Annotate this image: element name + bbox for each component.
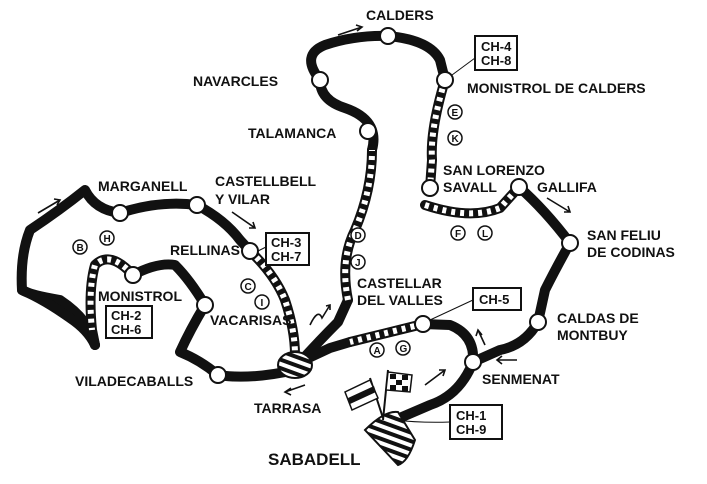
town-labels: CALDERS NAVARCLES MONISTROL DE CALDERS T…: [75, 7, 675, 469]
town-marker-san-feliu[interactable]: [561, 234, 579, 252]
direction-arrows: [37, 24, 572, 403]
town-marker-san-lorenzo-savall[interactable]: [421, 179, 439, 197]
control-ch2: CH-2: [111, 308, 141, 323]
town-marker-rellinas[interactable]: [241, 242, 259, 260]
svg-text:H: H: [104, 234, 111, 245]
label-rellinas: RELLINAS: [170, 242, 240, 258]
svg-text:I: I: [261, 298, 264, 309]
town-marker-gallifa[interactable]: [510, 178, 528, 196]
town-marker-talamanca[interactable]: [359, 122, 377, 140]
control-boxes: CH-4 CH-8 CH-3 CH-7 CH-2 CH-6 CH-5 CH-1 …: [105, 35, 522, 440]
town-marker-navarcles[interactable]: [311, 71, 329, 89]
label-senmenat: SENMENAT: [482, 371, 560, 387]
label-san-lorenzo: SAN LORENZO: [443, 162, 545, 178]
label-de-codinas: DE CODINAS: [587, 244, 675, 260]
svg-text:C: C: [245, 282, 252, 293]
sabadell-city-area: [363, 410, 417, 467]
label-tarrasa: TARRASA: [254, 400, 321, 416]
label-sabadell: SABADELL: [268, 450, 361, 469]
svg-text:B: B: [77, 243, 84, 254]
control-box-ch1-ch9: [449, 404, 503, 440]
svg-text:J: J: [355, 258, 361, 269]
control-ch8: CH-8: [481, 53, 511, 68]
control-ch6: CH-6: [111, 322, 141, 337]
label-castellar: CASTELLAR: [357, 275, 442, 291]
svg-text:G: G: [400, 344, 408, 355]
town-marker-vacarisas[interactable]: [196, 296, 214, 314]
stage-i[interactable]: I: [254, 294, 270, 310]
stage-j[interactable]: J: [350, 254, 366, 270]
stage-c[interactable]: C: [240, 278, 256, 294]
control-box-ch2-ch6: [105, 305, 153, 339]
road-gallifa-senmenat: [468, 182, 575, 367]
road-senmenat-castellar: [418, 319, 479, 367]
town-markers: [111, 27, 579, 384]
stage-l[interactable]: L: [477, 225, 493, 241]
control-ch5: CH-5: [479, 292, 509, 307]
stage-g[interactable]: G: [395, 340, 411, 356]
label-viladecaballs: VILADECABALLS: [75, 373, 193, 389]
label-savall: SAVALL: [443, 179, 497, 195]
label-monistrol-de-calders: MONISTROL DE CALDERS: [467, 80, 646, 96]
special-stages: [85, 75, 524, 360]
stage-e[interactable]: E: [447, 104, 463, 120]
label-montbuy: MONTBUY: [557, 327, 628, 343]
road-talamanca-navarcles-calders-monistrol: [306, 30, 450, 155]
town-marker-marganell[interactable]: [111, 204, 129, 222]
stage-d[interactable]: D: [350, 227, 366, 243]
svg-text:A: A: [374, 346, 381, 357]
label-marganell: MARGANELL: [98, 178, 188, 194]
control-ch4: CH-4: [481, 39, 512, 54]
stage-a[interactable]: A: [369, 342, 385, 358]
stage-castellar-stripes: [349, 321, 424, 345]
town-marker-caldas[interactable]: [529, 313, 547, 331]
stage-savall-gallifa-stripes: [424, 184, 522, 217]
stage-rellinas-tarrasa-stripes: [247, 248, 298, 356]
control-ch7: CH-7: [271, 249, 301, 264]
stage-b[interactable]: B: [72, 239, 88, 255]
town-marker-monistrol[interactable]: [124, 266, 142, 284]
stage-monistrol-savall-stripes: [427, 79, 448, 189]
label-vacarisas: VACARISAS: [210, 312, 291, 328]
road-west-loop: [128, 259, 300, 382]
control-ch1: CH-1: [456, 408, 486, 423]
control-ch9: CH-9: [456, 422, 486, 437]
label-gallifa: GALLIFA: [537, 179, 597, 195]
town-marker-castellar[interactable]: [414, 315, 432, 333]
stage-h[interactable]: H: [99, 230, 115, 246]
svg-text:K: K: [452, 134, 460, 145]
control-ch3: CH-3: [271, 235, 301, 250]
label-navarcles: NAVARCLES: [193, 73, 278, 89]
control-box-ch5: [472, 287, 522, 311]
label-calders: CALDERS: [366, 7, 434, 23]
town-marker-viladecaballs[interactable]: [209, 366, 227, 384]
svg-text:F: F: [455, 229, 461, 240]
start-finish-flags: [344, 369, 413, 421]
svg-text:L: L: [482, 229, 488, 240]
svg-text:D: D: [355, 231, 362, 242]
town-marker-senmenat[interactable]: [464, 353, 482, 371]
stage-letters: A B C D E F G H I J K L: [72, 104, 493, 358]
control-box-ch4-ch8: [474, 35, 518, 71]
stage-k[interactable]: K: [447, 130, 463, 146]
stage-f[interactable]: F: [450, 225, 466, 241]
town-marker-castellbell[interactable]: [188, 196, 206, 214]
svg-text:E: E: [452, 108, 459, 119]
label-monistrol: MONISTROL: [98, 288, 182, 304]
label-san-feliu: SAN FELIU: [587, 227, 661, 243]
control-box-ch3-ch7: [265, 232, 310, 266]
town-marker-calders[interactable]: [379, 27, 397, 45]
label-caldas: CALDAS DE: [557, 310, 639, 326]
tarrasa-city-area: [277, 351, 313, 379]
label-talamanca: TALAMANCA: [248, 125, 336, 141]
town-marker-monistrol-de-calders[interactable]: [436, 71, 454, 89]
label-del-valles: DEL VALLES: [357, 292, 443, 308]
label-y-vilar: Y VILAR: [215, 191, 270, 207]
label-castellbell: CASTELLBELL: [215, 173, 317, 189]
